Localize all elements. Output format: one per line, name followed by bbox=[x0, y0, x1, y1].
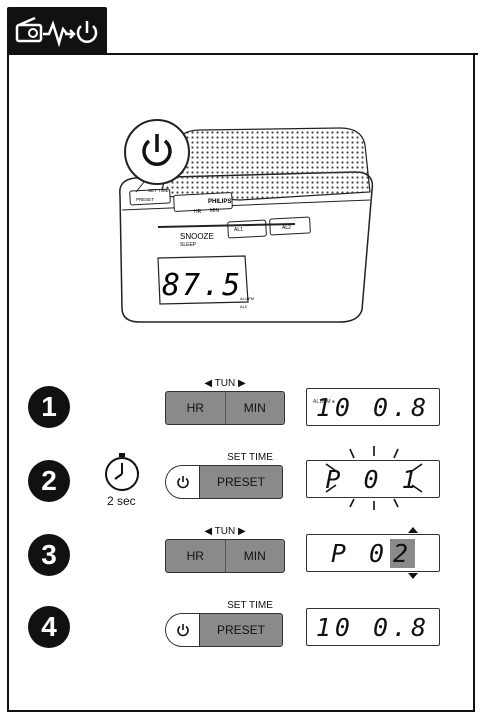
step-4-set-time-label: SET TIME bbox=[227, 600, 273, 611]
up-down-arrows-icon bbox=[408, 527, 418, 579]
device-al2-label: AL2 bbox=[282, 225, 291, 231]
step-4-number: 4 bbox=[28, 606, 70, 648]
step-3-tun-label: ◀ TUN ▶ bbox=[204, 526, 246, 537]
step-3-display-text: P 0 bbox=[330, 538, 389, 568]
section-header-tab bbox=[7, 7, 107, 55]
device-hr-label: HR bbox=[194, 209, 202, 215]
device-band-label: AL1/FM bbox=[240, 296, 254, 301]
step-2-timer-label: 2 sec bbox=[107, 494, 136, 508]
power-button[interactable] bbox=[165, 613, 199, 647]
device-set-time-label: SET TIME bbox=[148, 188, 169, 193]
device-snooze-label: SNOOZE bbox=[180, 232, 214, 241]
power-icon bbox=[176, 476, 189, 489]
hr-button[interactable]: HR bbox=[186, 549, 204, 563]
step-1-hr-min-button[interactable]: HR MIN bbox=[165, 391, 285, 425]
step-3-display: P 0 2 bbox=[306, 534, 440, 572]
step-1-display: AL1/FM ● 10 0.8 bbox=[306, 388, 440, 426]
preset-button[interactable]: PRESET bbox=[199, 465, 283, 499]
clock-radio-illustration: PHILIPS SET TIME PRESET HR MIN AL1 AL2 S… bbox=[119, 119, 374, 323]
step-3-number: 3 bbox=[28, 534, 70, 576]
step-2-set-time-label: SET TIME bbox=[227, 452, 273, 463]
preset-button[interactable]: PRESET bbox=[199, 613, 283, 647]
min-button[interactable]: MIN bbox=[243, 401, 266, 415]
step-2-power-preset-button[interactable]: PRESET bbox=[165, 465, 283, 499]
step-3-hr-min-button[interactable]: HR MIN bbox=[165, 539, 285, 573]
header-rule bbox=[7, 53, 478, 55]
step-3-highlighted-digit: 2 bbox=[390, 538, 416, 568]
step-1-band-label: AL1/FM ● bbox=[313, 399, 335, 405]
power-icon bbox=[142, 139, 172, 166]
min-button[interactable]: MIN bbox=[243, 549, 266, 563]
step-2-number: 2 bbox=[28, 460, 70, 502]
step-4-display-text: 10 0.8 bbox=[315, 612, 431, 642]
step-4-display: 10 0.8 bbox=[306, 608, 440, 646]
brand-label: PHILIPS bbox=[208, 199, 231, 205]
instruction-frame bbox=[7, 55, 475, 712]
device-al1-label: AL1 bbox=[234, 227, 243, 233]
device-al-label: AL2 bbox=[240, 304, 248, 309]
power-icon bbox=[176, 624, 189, 637]
device-preset-label: PRESET bbox=[136, 197, 154, 202]
device-min-label: MIN bbox=[210, 208, 220, 214]
device-sleep-label: SLEEP bbox=[180, 242, 197, 248]
step-1-display-text: 10 0.8 bbox=[315, 392, 431, 422]
stopwatch-icon bbox=[105, 453, 139, 491]
step-1-tun-label: ◀ TUN ▶ bbox=[204, 378, 246, 389]
hr-button[interactable]: HR bbox=[186, 401, 204, 415]
step-4-power-preset-button[interactable]: PRESET bbox=[165, 613, 283, 647]
step-2-display-text: P 0 1 bbox=[325, 464, 421, 494]
device-display-value: 87.5 bbox=[162, 268, 242, 303]
step-1-number: 1 bbox=[28, 386, 70, 428]
power-button[interactable] bbox=[165, 465, 199, 499]
blink-indicator-icon bbox=[325, 446, 423, 510]
radio-wave-power-icon bbox=[15, 16, 98, 48]
